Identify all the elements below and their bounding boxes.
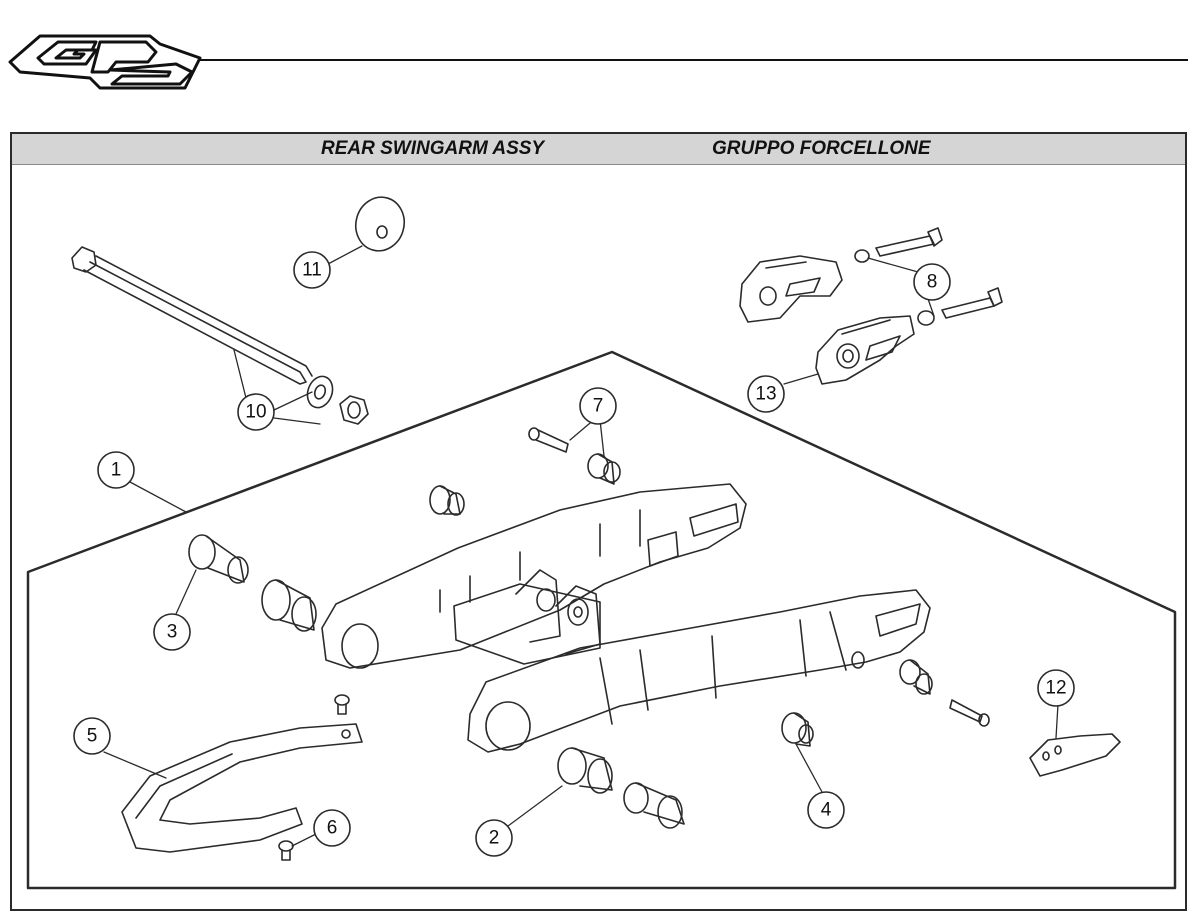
callout-8: 8 [913, 263, 951, 301]
svg-text:10: 10 [245, 402, 266, 423]
pivot-sleeve [261, 579, 317, 632]
bush-lower-right [623, 782, 685, 829]
spindle-nut [339, 395, 369, 425]
chain-slider [121, 723, 363, 853]
callout-5: 5 [73, 717, 111, 755]
bush-pin-upper [528, 427, 569, 453]
svg-text:8: 8 [927, 272, 938, 293]
title-italian: GRUPPO FORCELLONE [712, 138, 931, 159]
spindle-bolt [71, 246, 313, 385]
callout-11: 11 [293, 251, 331, 289]
svg-text:7: 7 [593, 396, 604, 417]
svg-text:1: 1 [111, 460, 122, 481]
svg-text:3: 3 [167, 622, 178, 643]
slider-screw-top [334, 694, 350, 715]
callout-13: 13 [747, 375, 785, 413]
gpr-logo [8, 34, 1188, 90]
callout-4: 4 [807, 791, 845, 829]
callout-6: 6 [313, 809, 351, 847]
callout-12: 12 [1037, 669, 1075, 707]
svg-text:5: 5 [87, 726, 98, 747]
callout-2: 2 [475, 819, 513, 857]
callout-3: 3 [153, 613, 191, 651]
callout-7: 7 [579, 387, 617, 425]
title-bar: REAR SWINGARM ASSY GRUPPO FORCELLONE [12, 134, 1185, 165]
pivot-bush-top [429, 485, 465, 516]
svg-text:12: 12 [1045, 678, 1066, 699]
pivot-cap-right [781, 712, 814, 747]
adjuster-bolt-lower [917, 287, 1003, 326]
svg-text:13: 13 [755, 384, 776, 405]
slider-screw-bottom [278, 840, 294, 861]
callouts: 1 2 3 4 5 6 7 8 10 11 12 13 [73, 251, 1075, 857]
callout-1: 1 [97, 451, 135, 489]
svg-text:2: 2 [489, 828, 500, 849]
chain-guard-plate [1029, 733, 1121, 777]
bush-right [899, 659, 933, 695]
svg-text:6: 6 [327, 818, 338, 839]
callout-10: 10 [237, 393, 275, 431]
bush-lower-left [557, 747, 613, 794]
pivot-bush-left [188, 534, 249, 584]
diagram-frame [10, 132, 1187, 911]
swingarm-body [321, 483, 931, 753]
svg-text:4: 4 [821, 800, 832, 821]
title-english: REAR SWINGARM ASSY [321, 138, 545, 159]
chain-adjuster-upper [739, 255, 843, 323]
large-washer [354, 196, 406, 252]
bush-upper [587, 453, 621, 485]
chain-adjuster-lower [815, 315, 915, 385]
swingarm-group-outline [26, 350, 1177, 890]
bush-pin-right [949, 699, 990, 727]
spindle-washer [306, 375, 334, 409]
adjuster-bolt-upper [854, 227, 943, 263]
svg-text:11: 11 [302, 260, 322, 281]
